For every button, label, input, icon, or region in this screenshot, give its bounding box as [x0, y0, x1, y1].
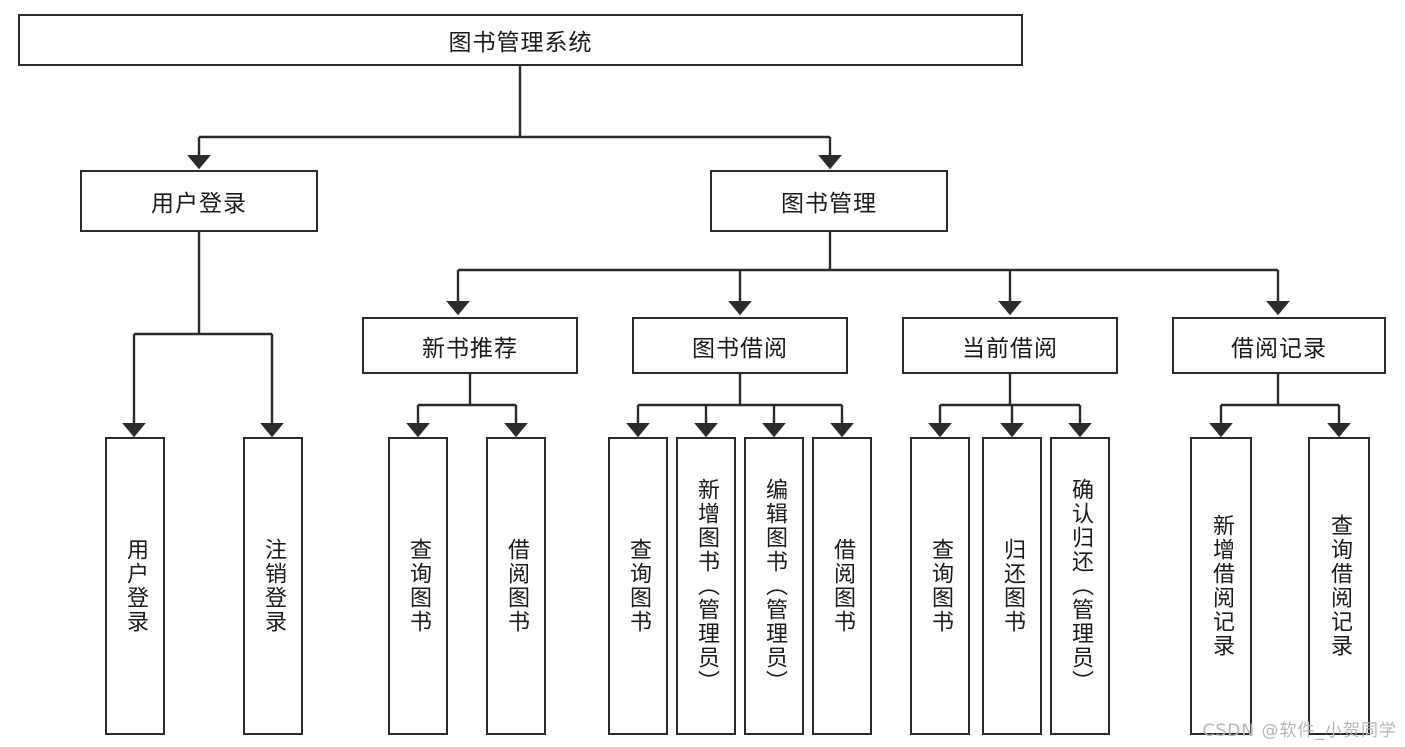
leaf-return-book-label: 归还图书 — [1000, 538, 1025, 634]
leaf-add-book-admin[interactable]: 新增图书（管理员） — [676, 437, 736, 735]
node-root-label: 图书管理系统 — [448, 30, 593, 56]
node-book-borrow[interactable]: 图书借阅 — [632, 317, 848, 374]
node-user-login[interactable]: 用户登录 — [80, 170, 318, 232]
node-book-borrow-label: 图书借阅 — [692, 335, 788, 362]
node-book-management-label: 图书管理 — [781, 191, 877, 217]
leaf-query-book-current[interactable]: 查询图书 — [910, 437, 970, 735]
leaf-query-book-current-label: 查询图书 — [928, 538, 953, 634]
leaf-add-book-admin-label: 新增图书（管理员） — [694, 478, 719, 694]
leaf-borrow-book-recommend[interactable]: 借阅图书 — [486, 437, 546, 735]
node-borrow-record-label: 借阅记录 — [1231, 335, 1327, 362]
leaf-edit-book-admin-label: 编辑图书（管理员） — [762, 478, 787, 694]
leaf-query-book-recommend-label: 查询图书 — [406, 538, 431, 634]
leaf-borrow-book-recommend-label: 借阅图书 — [504, 538, 529, 634]
leaf-return-book[interactable]: 归还图书 — [982, 437, 1042, 735]
leaf-user-login-label: 用户登录 — [123, 538, 148, 634]
leaf-borrow-book-label: 借阅图书 — [830, 538, 855, 634]
node-book-management[interactable]: 图书管理 — [710, 170, 948, 232]
leaf-confirm-return-admin[interactable]: 确认归还（管理员） — [1050, 437, 1110, 735]
leaf-borrow-book[interactable]: 借阅图书 — [812, 437, 872, 735]
leaf-edit-book-admin[interactable]: 编辑图书（管理员） — [744, 437, 804, 735]
node-new-book-recommend[interactable]: 新书推荐 — [362, 317, 578, 374]
leaf-logout-label: 注销登录 — [261, 538, 286, 634]
leaf-query-book-borrow-label: 查询图书 — [626, 538, 651, 634]
watermark: CSDN @软件_小贺同学 — [1202, 721, 1397, 741]
leaf-query-book-recommend[interactable]: 查询图书 — [388, 437, 448, 735]
node-new-book-recommend-label: 新书推荐 — [422, 335, 518, 362]
leaf-add-borrow-record-label: 新增借阅记录 — [1209, 514, 1234, 658]
leaf-confirm-return-admin-label: 确认归还（管理员） — [1068, 478, 1093, 694]
leaf-query-book-borrow[interactable]: 查询图书 — [608, 437, 668, 735]
leaf-user-login[interactable]: 用户登录 — [105, 437, 165, 735]
leaf-add-borrow-record[interactable]: 新增借阅记录 — [1190, 437, 1252, 735]
leaf-query-borrow-record[interactable]: 查询借阅记录 — [1308, 437, 1370, 735]
leaf-query-borrow-record-label: 查询借阅记录 — [1327, 514, 1352, 658]
node-borrow-record[interactable]: 借阅记录 — [1172, 317, 1386, 374]
node-current-borrow-label: 当前借阅 — [962, 335, 1058, 362]
leaf-logout[interactable]: 注销登录 — [243, 437, 303, 735]
node-current-borrow[interactable]: 当前借阅 — [902, 317, 1118, 374]
node-user-login-label: 用户登录 — [151, 191, 247, 217]
node-root[interactable]: 图书管理系统 — [18, 14, 1023, 66]
